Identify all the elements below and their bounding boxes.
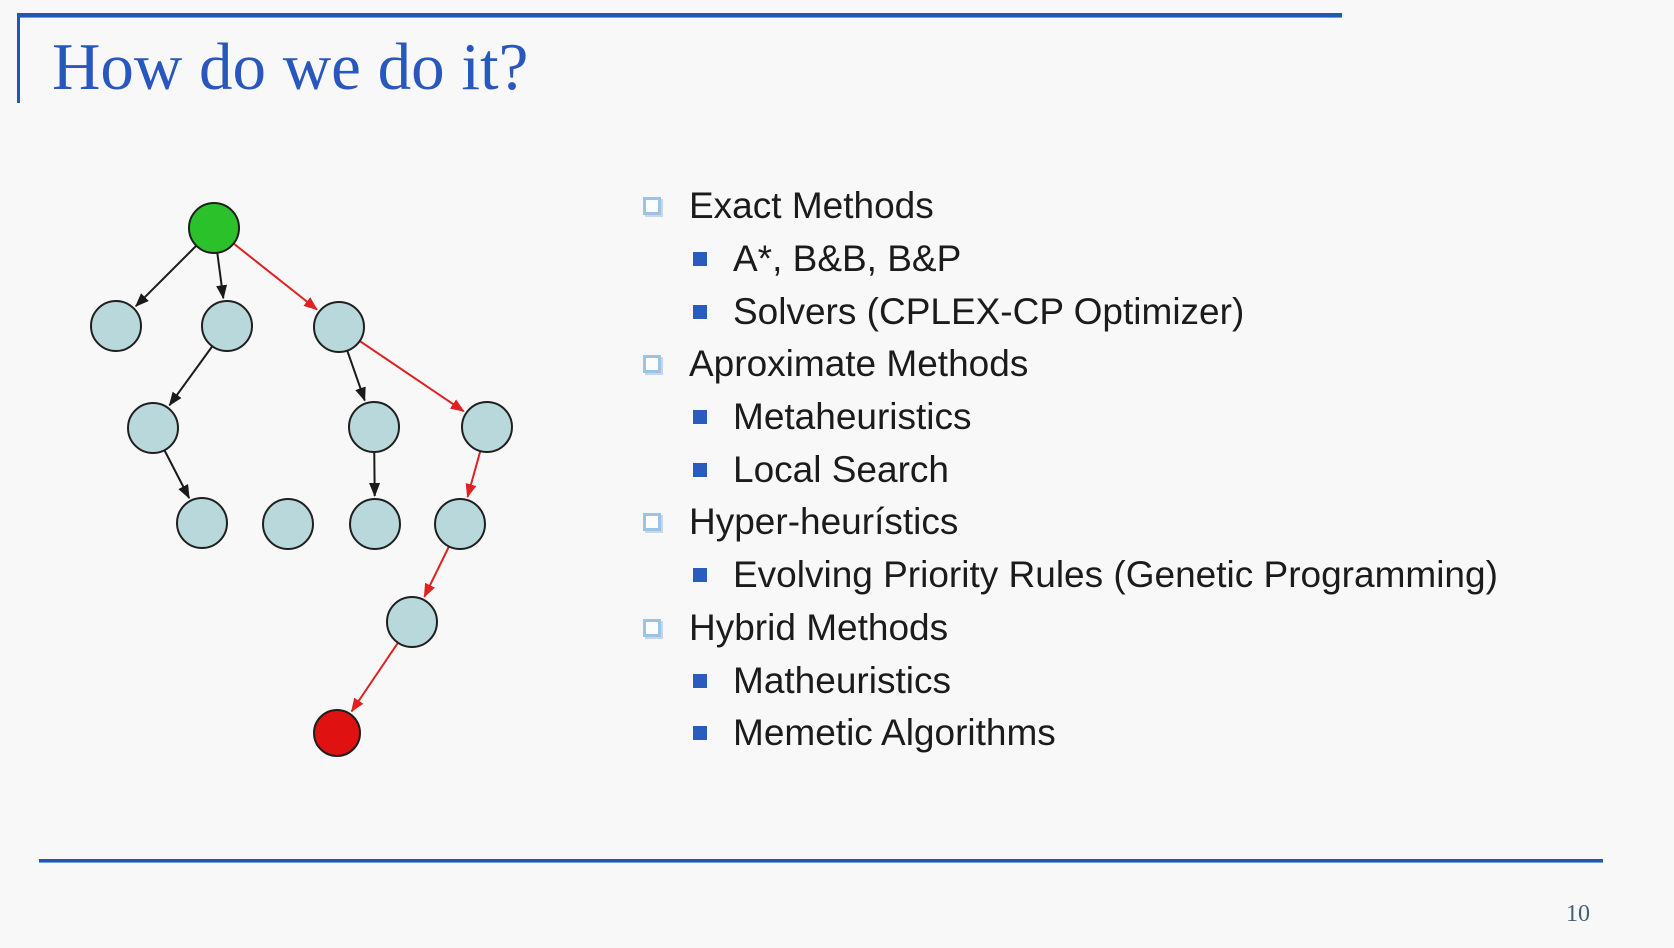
tree-node	[313, 301, 365, 353]
list-item: Matheuristics	[643, 654, 1498, 707]
list-item-label: Memetic Algorithms	[733, 712, 1056, 754]
solid-square-bullet-icon	[693, 568, 707, 583]
list-item: A*, B&B, B&P	[643, 233, 1498, 286]
list-item-label: Evolving Priority Rules (Genetic Program…	[733, 554, 1498, 596]
list-item-label: Local Search	[733, 448, 949, 490]
list-item: Metaheuristics	[643, 391, 1498, 444]
tree-node	[386, 596, 438, 648]
bottom-rule	[39, 859, 1603, 863]
tree-node	[434, 498, 486, 550]
tree-node	[127, 402, 179, 454]
hollow-square-bullet-icon	[643, 513, 661, 532]
tree-root-node	[188, 202, 240, 254]
solid-square-bullet-icon	[693, 410, 707, 425]
tree-node	[348, 401, 400, 453]
list-item: Hyper-heurístics	[643, 496, 1498, 549]
list-item: Solvers (CPLEX-CP Optimizer)	[643, 285, 1498, 338]
tree-node	[262, 498, 314, 550]
hollow-square-bullet-icon	[643, 618, 661, 637]
slide-title: How do we do it?	[52, 30, 529, 104]
list-item: Local Search	[643, 443, 1498, 496]
tree-node	[176, 497, 228, 549]
page-number: 10	[1566, 901, 1590, 927]
solid-square-bullet-icon	[693, 673, 707, 688]
solid-square-bullet-icon	[693, 252, 707, 267]
top-rule	[17, 13, 1342, 18]
list-item-label: Aproximate Methods	[689, 343, 1029, 385]
solid-square-bullet-icon	[693, 304, 707, 319]
search-tree-diagram	[90, 202, 513, 757]
left-rule	[17, 13, 20, 103]
list-item-label: Exact Methods	[689, 185, 934, 227]
tree-goal-node	[313, 709, 361, 757]
solid-square-bullet-icon	[693, 462, 707, 477]
tree-node	[349, 498, 401, 550]
list-item-label: Hyper-heurístics	[689, 501, 959, 543]
hollow-square-bullet-icon	[643, 197, 661, 216]
list-item-label: Hybrid Methods	[689, 606, 949, 648]
list-item: Exact Methods	[643, 180, 1498, 233]
tree-node	[201, 300, 253, 352]
list-item-label: Matheuristics	[733, 659, 951, 701]
list-item: Hybrid Methods	[643, 602, 1498, 655]
list-item: Aproximate Methods	[643, 338, 1498, 391]
list-item-label: A*, B&B, B&P	[733, 238, 962, 280]
list-item: Memetic Algorithms	[643, 707, 1498, 760]
hollow-square-bullet-icon	[643, 355, 661, 374]
tree-node	[461, 401, 513, 453]
tree-node	[90, 300, 142, 352]
list-item: Evolving Priority Rules (Genetic Program…	[643, 549, 1498, 602]
list-item-label: Metaheuristics	[733, 396, 972, 438]
solid-square-bullet-icon	[693, 726, 707, 741]
list-item-label: Solvers (CPLEX-CP Optimizer)	[733, 290, 1245, 332]
